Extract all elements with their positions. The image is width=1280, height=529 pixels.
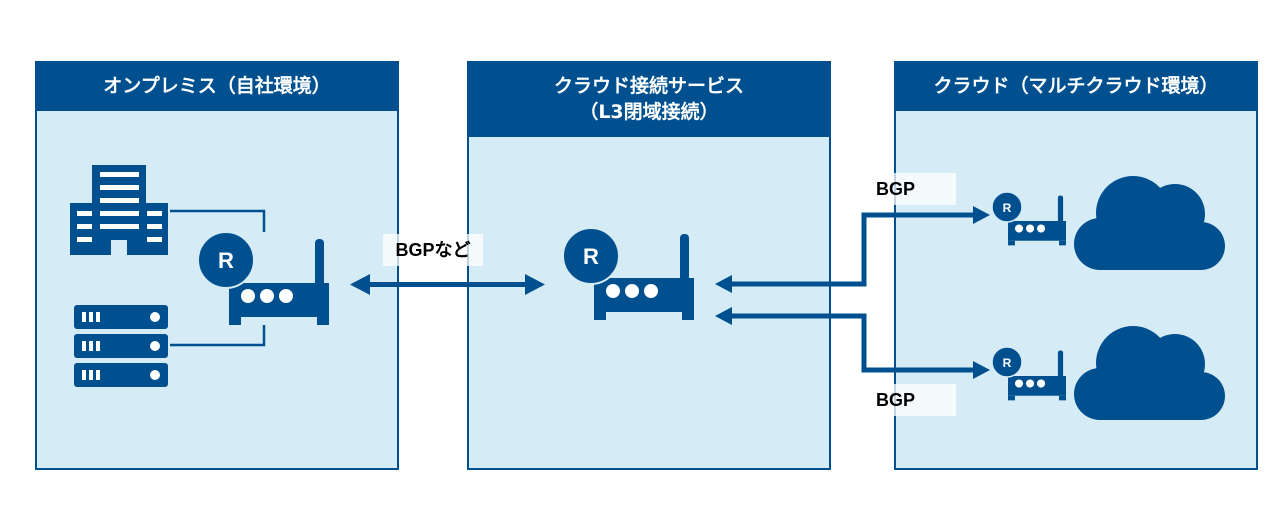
onprem-panel: オンプレミス（自社環境） <box>35 61 399 470</box>
arrow-head-left <box>715 307 732 325</box>
building-icon <box>70 165 168 255</box>
cloud-icon <box>1074 326 1225 420</box>
onprem-panel-title: オンプレミス（自社環境） <box>103 75 331 97</box>
cloud-connect-service-panel-header: クラウド接続サービス （L3閉域接続） <box>467 61 831 137</box>
cloud-connect-service-title: クラウド接続サービス <box>553 75 744 97</box>
multicloud-panel-header: クラウド（マルチクラウド環境） <box>894 61 1258 111</box>
router-badge: R <box>562 227 620 285</box>
server-rack-icon <box>74 305 168 387</box>
cloud-connect-service-panel: クラウド接続サービス （L3閉域接続） <box>467 61 831 470</box>
router-badge-label: R <box>1003 356 1012 370</box>
arrow-head-right <box>973 206 990 224</box>
router-badge: R <box>991 191 1023 223</box>
protocol-label-bgp-bottom: BGP <box>868 384 956 416</box>
protocol-label-bgp-etc: BGPなど <box>383 234 483 266</box>
router-badge: R <box>991 346 1023 378</box>
onprem-connector-lines <box>170 209 266 347</box>
bgp-arrow-top <box>730 212 975 287</box>
double-arrow-icon <box>350 274 545 295</box>
router-badge-label: R <box>218 248 234 273</box>
cloud-icon <box>1074 176 1225 270</box>
bgp-arrow-bottom <box>730 313 975 373</box>
router-badge: R <box>197 231 255 289</box>
protocol-label-bgp-top: BGP <box>868 173 956 205</box>
router-badge-label: R <box>583 244 599 269</box>
arrow-head-left <box>715 275 732 293</box>
arrow-head-right <box>973 361 990 379</box>
multicloud-panel-title: クラウド（マルチクラウド環境） <box>933 75 1219 97</box>
cloud-connect-service-subtitle: （L3閉域接続） <box>579 101 719 123</box>
router-badge-label: R <box>1003 201 1012 215</box>
onprem-panel-header: オンプレミス（自社環境） <box>35 61 399 111</box>
